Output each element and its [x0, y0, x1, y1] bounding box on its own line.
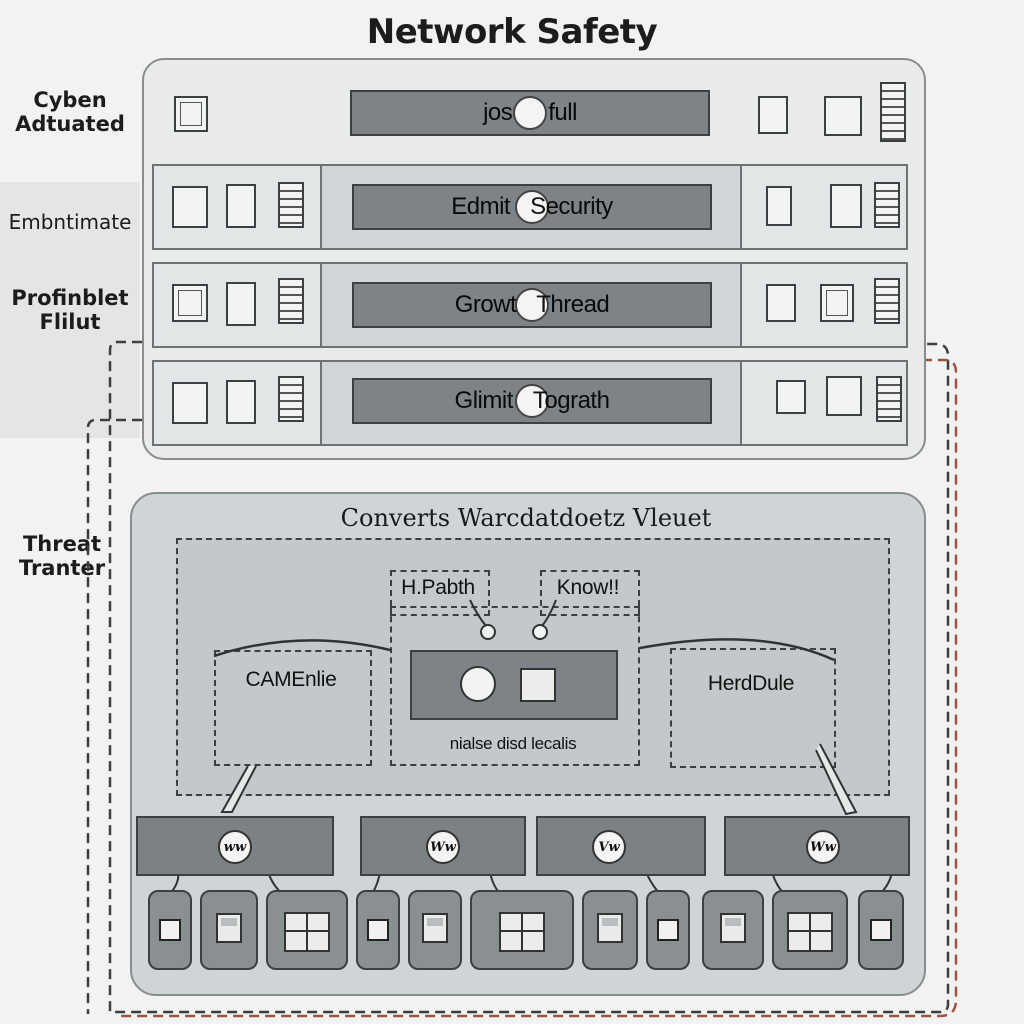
endpoint-icon [159, 919, 181, 941]
server-device[interactable] [470, 890, 574, 970]
workstation-icon [422, 913, 448, 943]
endpoint-device[interactable] [646, 890, 690, 970]
gateway-icon: Ww [426, 830, 460, 864]
shield-icon [513, 96, 547, 130]
security-layers-panel: jos full Edmit Security [142, 58, 926, 460]
threat-panel-title: Converts Warcdatdoetz Vleuet [340, 504, 712, 532]
server-icon [766, 186, 792, 226]
layer-label: Edmit [451, 193, 511, 220]
rack-icon [874, 182, 900, 228]
layer-right-cell [740, 264, 906, 346]
layer-left-cell [154, 166, 322, 248]
layer-bar[interactable]: jos full [350, 90, 710, 136]
server-icon [758, 96, 788, 134]
rack-icon [874, 278, 900, 324]
layer-label: jos [483, 99, 513, 126]
layer-label: Growt [454, 291, 517, 318]
server-icon [766, 284, 796, 322]
gateway-icon: ww [218, 830, 252, 864]
layer-row: Growt Thread [152, 262, 908, 348]
left-module-label: CAMEnlie [245, 668, 337, 691]
workstation-device[interactable] [702, 890, 764, 970]
tag-right-label: Know!! [556, 576, 620, 599]
router-icon [830, 184, 862, 228]
link-icon [515, 288, 549, 322]
workstation-device[interactable] [200, 890, 258, 970]
endpoint-icon [657, 919, 679, 941]
tag-left-label: H.Pabth [401, 576, 475, 599]
tag-right[interactable] [540, 570, 640, 616]
router-icon [226, 184, 256, 228]
center-caption: nialse disd lecalis [449, 734, 577, 753]
server-cluster-icon [284, 912, 330, 952]
filter-icon [520, 668, 556, 702]
right-module-label: HerdDule [707, 672, 795, 695]
layer-right-cell [740, 362, 906, 444]
workstation-icon [597, 913, 623, 943]
layer-left-cell [154, 264, 322, 346]
switch-icon [824, 96, 862, 136]
gateway-bar[interactable]: Ww [724, 816, 910, 876]
gateway-icon: Vw [592, 830, 626, 864]
left-module[interactable] [214, 650, 372, 766]
rack-icon [880, 82, 906, 142]
layer-right-cell [740, 166, 906, 248]
layer-left-cell [154, 362, 322, 444]
gateway-bar[interactable]: Vw [536, 816, 706, 876]
firewall-icon [172, 382, 208, 424]
monitor-icon [174, 96, 208, 132]
layer-bar[interactable]: Edmit Security [352, 184, 712, 230]
layer-bar[interactable]: Growt Thread [352, 282, 712, 328]
layer-bar[interactable]: Glimit Tograth [352, 378, 712, 424]
lock-icon [515, 190, 549, 224]
endpoint-device[interactable] [858, 890, 904, 970]
side-label-1: Cyben Adtuated [15, 88, 125, 136]
gateway-bar[interactable]: Ww [360, 816, 526, 876]
gateway-icon: Ww [806, 830, 840, 864]
server-cluster-icon [499, 912, 545, 952]
left-shade [0, 182, 140, 438]
workstation-device[interactable] [582, 890, 638, 970]
rack-icon [278, 376, 304, 422]
firewall-icon [172, 186, 208, 228]
side-label-3: Profinblet Flilut [11, 286, 129, 334]
link-icon [515, 384, 549, 418]
layer-row: Edmit Security [152, 164, 908, 250]
layer-row: Glimit Tograth [152, 360, 908, 446]
right-module[interactable] [670, 648, 836, 768]
server-device[interactable] [772, 890, 848, 970]
endpoint-device[interactable] [356, 890, 400, 970]
server-cluster-icon [787, 912, 833, 952]
router-icon [226, 282, 256, 326]
layer-label-tail: Security [530, 193, 613, 220]
switch-icon [826, 376, 862, 416]
switch-icon [820, 284, 854, 322]
layer-label-tail: Thread [536, 291, 610, 318]
rack-icon [278, 278, 304, 324]
layer-label-tail: full [548, 99, 577, 126]
workstation-icon [720, 913, 746, 943]
workstation-device[interactable] [408, 890, 462, 970]
gateway-bar[interactable]: ww [136, 816, 334, 876]
side-label-2: Embntimate [8, 210, 132, 234]
center-module [390, 606, 640, 766]
endpoint-icon [367, 919, 389, 941]
server-device[interactable] [266, 890, 348, 970]
tag-left[interactable] [390, 570, 490, 616]
server-icon [776, 380, 806, 414]
layer-row: jos full [144, 60, 924, 164]
layer-label-tail: Tograth [532, 387, 610, 414]
layer-label: Glimit [454, 387, 514, 414]
inspection-bar[interactable] [410, 650, 618, 720]
router-icon [226, 380, 256, 424]
monitor-icon [172, 284, 208, 322]
rack-icon [278, 182, 304, 228]
endpoint-icon [870, 919, 892, 941]
analyzer-icon [460, 666, 496, 702]
rack-icon [876, 376, 902, 422]
workstation-icon [216, 913, 242, 943]
diagram-title: Network Safety [366, 12, 658, 52]
endpoint-device[interactable] [148, 890, 192, 970]
